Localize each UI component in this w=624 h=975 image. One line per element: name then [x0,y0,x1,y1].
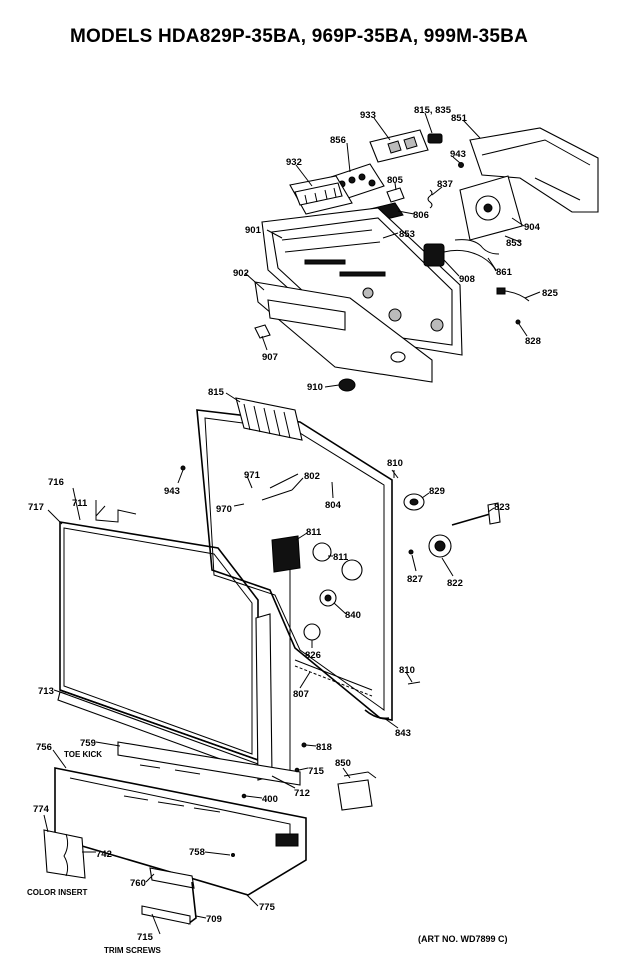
part-label: 861 [496,267,513,278]
part-label: 853 [506,238,522,249]
part-760-trim-bracket [141,867,197,925]
part-907-plug [254,324,271,339]
part-label: 810 [387,458,403,469]
part-label: 907 [262,352,278,363]
part-400-screw [241,793,247,799]
part-910-fitting [338,378,356,392]
toe-kick-caption: TOE KICK [64,750,102,759]
part-number-labels: 933 815, 835 851 856 943 932 805 837 806… [28,105,559,943]
part-943-screw-door [180,465,186,471]
part-943-screw [458,162,464,168]
part-861-wire [454,239,500,255]
part-label: 758 [189,847,205,858]
part-label: 742 [96,849,112,860]
part-829-knob [403,493,425,511]
part-label: 827 [407,574,423,585]
part-label: 823 [494,502,510,513]
part-label: 716 [48,477,64,488]
part-label: 829 [429,486,445,497]
part-822-gear [428,534,452,558]
part-label: 910 [307,382,323,393]
part-933-indicator-bar [369,129,429,163]
part-label: 805 [387,175,404,186]
part-label: 840 [345,610,361,621]
part-901-control-panel [261,207,463,356]
part-label: 400 [262,794,278,805]
part-label: 970 [216,504,232,515]
part-label: 818 [316,742,332,753]
part-label: 901 [245,225,262,236]
part-850-bracket [337,771,377,811]
part-label: 759 [80,738,96,749]
part-label: 807 [293,689,309,700]
part-label: 811 [333,552,349,563]
part-823-lever [451,502,501,526]
door-inner-panel [196,397,393,721]
part-label: 715 [308,766,325,777]
part-label: 815 [208,387,225,398]
part-label: 971 [244,470,261,481]
part-827-screw [408,549,414,555]
part-label: 717 [28,502,44,513]
part-label: 853 [399,229,415,240]
part-759-toe-kick-bracket [117,741,301,786]
part-label: 943 [450,149,466,160]
part-label: 828 [525,336,541,347]
part-label: 711 [72,498,88,509]
part-837-spring [427,189,433,209]
part-label: 715 [137,932,154,943]
part-902-escutcheon [254,281,433,383]
part-label: 908 [459,274,475,285]
part-label: 826 [305,650,321,661]
door-outer-panel [57,500,259,773]
part-712-side-trim [255,613,273,781]
part-label: 932 [286,157,302,168]
part-904-timer-mechanism [459,175,523,241]
part-label: 712 [294,788,310,799]
part-label: 775 [259,902,276,913]
part-825-connector [496,287,530,302]
part-label: 837 [437,179,453,190]
diagram-title: MODELS HDA829P-35BA, 969P-35BA, 999M-35B… [70,26,529,47]
part-828-screw [515,319,521,325]
part-label: 811 [306,527,322,538]
part-label: 804 [325,500,342,511]
part-label: 810 [399,665,415,676]
part-932-button-assembly [289,175,353,215]
part-851-housing [469,127,599,213]
part-label: 713 [38,686,54,697]
part-818-screw [301,742,307,748]
part-label: 851 [451,113,468,124]
part-810-screw-lower [407,681,421,685]
part-label: 843 [395,728,411,739]
part-label: 904 [524,222,541,233]
control-panel-assembly [254,127,599,392]
part-715-screw [294,767,300,773]
part-label: 822 [447,578,463,589]
leader-lines [43,112,541,935]
part-label: 802 [304,471,320,482]
part-label: 756 [36,742,52,753]
part-label: 709 [206,914,222,925]
part-805-bracket [386,187,405,203]
part-label: 760 [130,878,146,889]
part-758-screw [231,853,235,857]
part-label: 815, 835 [414,105,452,116]
part-756-toe-kick-panel [54,767,307,896]
part-label: 943 [164,486,180,497]
trim-screws-caption: TRIM SCREWS [104,946,162,955]
part-810-screw-upper [391,469,399,479]
part-label: 856 [330,135,346,146]
part-label: 825 [542,288,559,299]
part-label: 850 [335,758,351,769]
part-815-knob [427,133,443,144]
part-742-color-insert [43,829,86,879]
part-label: 933 [360,110,376,121]
art-number: (ART NO. WD7899 C) [418,934,508,944]
part-label: 774 [33,804,50,815]
part-label: 806 [413,210,429,221]
color-insert-caption: COLOR INSERT [27,888,88,897]
part-label: 902 [233,268,249,279]
